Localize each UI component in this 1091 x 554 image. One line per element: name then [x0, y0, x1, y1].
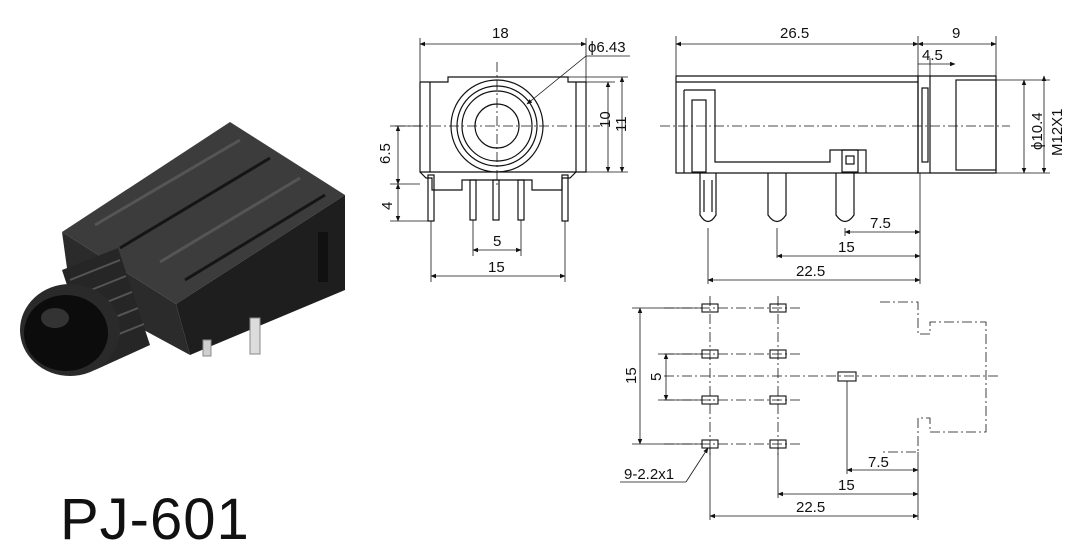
side-view: [660, 75, 1010, 223]
dim-pin-pitch: 5: [493, 233, 501, 250]
dim-pcb-pitch: 5: [648, 373, 665, 381]
dim-diameter: ϕ6.43: [588, 39, 626, 56]
pcb-layout: [664, 296, 1000, 458]
product-photo: [20, 122, 345, 376]
dim-pin-span: 15: [488, 259, 505, 276]
dim-pcb-offset-3: 22.5: [796, 499, 825, 516]
front-view-labels: 18 ϕ6.43 10 11 6.5 4 5 15: [377, 25, 630, 276]
dim-pin-offset-1: 7.5: [870, 215, 891, 232]
dim-thread: M12X1: [1049, 108, 1066, 156]
front-view-dimensions: [390, 38, 630, 282]
dim-pin-offset-2: 15: [838, 239, 855, 256]
side-view-labels: 26.5 9 4.5 ϕ10.4 M12X1 7.5 15 22.5: [780, 25, 1066, 280]
model-title: PJ-601: [60, 487, 250, 552]
dim-pcb-offset-1: 7.5: [868, 454, 889, 471]
pcb-layout-labels: 15 5 9-2.2x1 7.5 15 22.5: [623, 367, 889, 516]
dim-pcb-height: 15: [623, 367, 640, 384]
front-view: [395, 62, 600, 222]
dim-pin-length: 4: [379, 202, 396, 210]
dim-pcb-offset-2: 15: [838, 477, 855, 494]
dim-outer-height: 11: [613, 116, 630, 132]
dim-pin-offset-3: 22.5: [796, 263, 825, 280]
side-view-dimensions: [675, 36, 1050, 284]
dim-barrel-diameter: ϕ10.4: [1029, 112, 1046, 150]
dim-inner-height: 10: [597, 111, 614, 128]
dim-holes: 9-2.2x1: [624, 466, 674, 483]
dim-width: 18: [492, 25, 509, 42]
dim-body-length: 26.5: [780, 25, 809, 42]
dim-nut-length: 9: [952, 25, 960, 42]
pcb-layout-dimensions: [620, 307, 919, 520]
dim-collar: 4.5: [922, 47, 943, 64]
dim-center-height: 6.5: [377, 143, 394, 164]
